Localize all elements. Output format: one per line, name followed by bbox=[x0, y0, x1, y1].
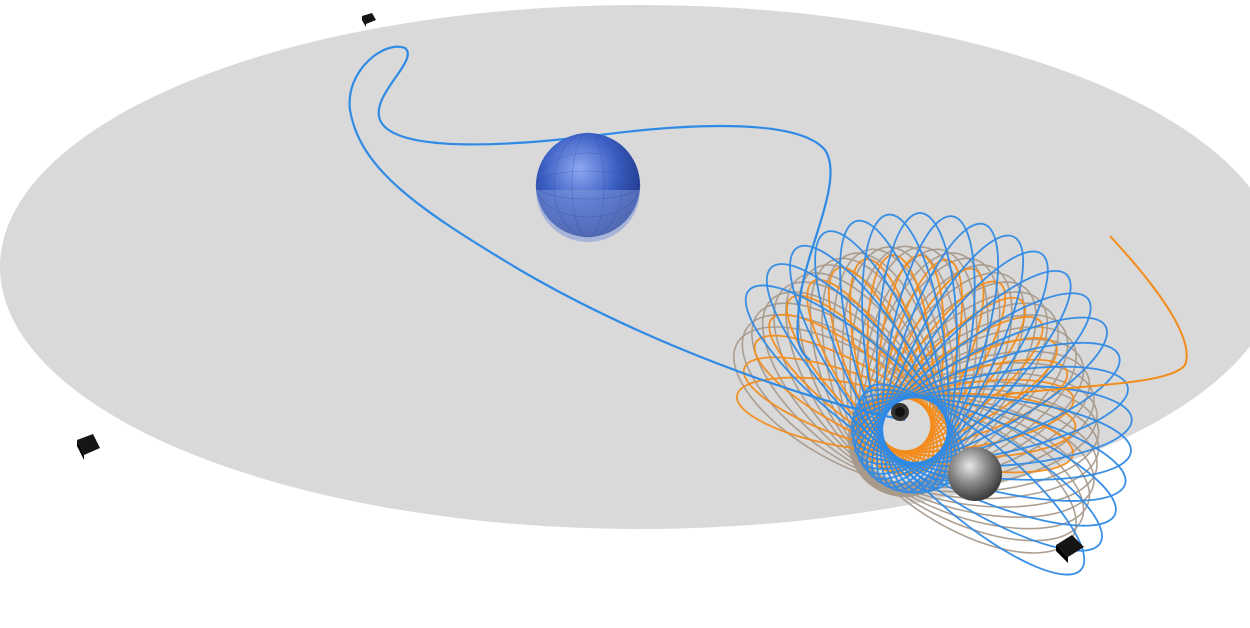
marker-cube-right bbox=[1056, 535, 1084, 563]
halo-orbit-family-blue bbox=[744, 212, 1133, 576]
halo-loop bbox=[854, 341, 1121, 466]
halo-loop bbox=[866, 254, 935, 476]
marker-cube-left bbox=[77, 434, 100, 460]
halo-loop bbox=[857, 316, 1108, 470]
halo-loop bbox=[875, 212, 958, 494]
marker-cube-top bbox=[362, 13, 376, 27]
transfer-trajectory bbox=[348, 45, 906, 422]
halo-loop bbox=[839, 219, 950, 493]
moon-sphere bbox=[948, 447, 1002, 501]
halo-loop bbox=[814, 230, 953, 490]
halo-loop bbox=[871, 250, 1049, 485]
escape-trajectory bbox=[999, 235, 1188, 396]
halo-loop bbox=[789, 244, 958, 486]
halo-loop bbox=[852, 365, 1129, 464]
libration-point-marker bbox=[891, 403, 909, 421]
halo-loop bbox=[862, 383, 1086, 576]
earth-sphere bbox=[535, 132, 641, 242]
halo-loop bbox=[858, 388, 1103, 552]
halo-loop bbox=[806, 278, 939, 470]
halo-loop bbox=[880, 222, 999, 492]
halo-loop bbox=[861, 213, 950, 494]
halo-loop bbox=[866, 269, 1072, 480]
halo-loop bbox=[876, 234, 1025, 489]
halo-loop bbox=[861, 292, 1092, 475]
halo-loop bbox=[881, 215, 976, 494]
